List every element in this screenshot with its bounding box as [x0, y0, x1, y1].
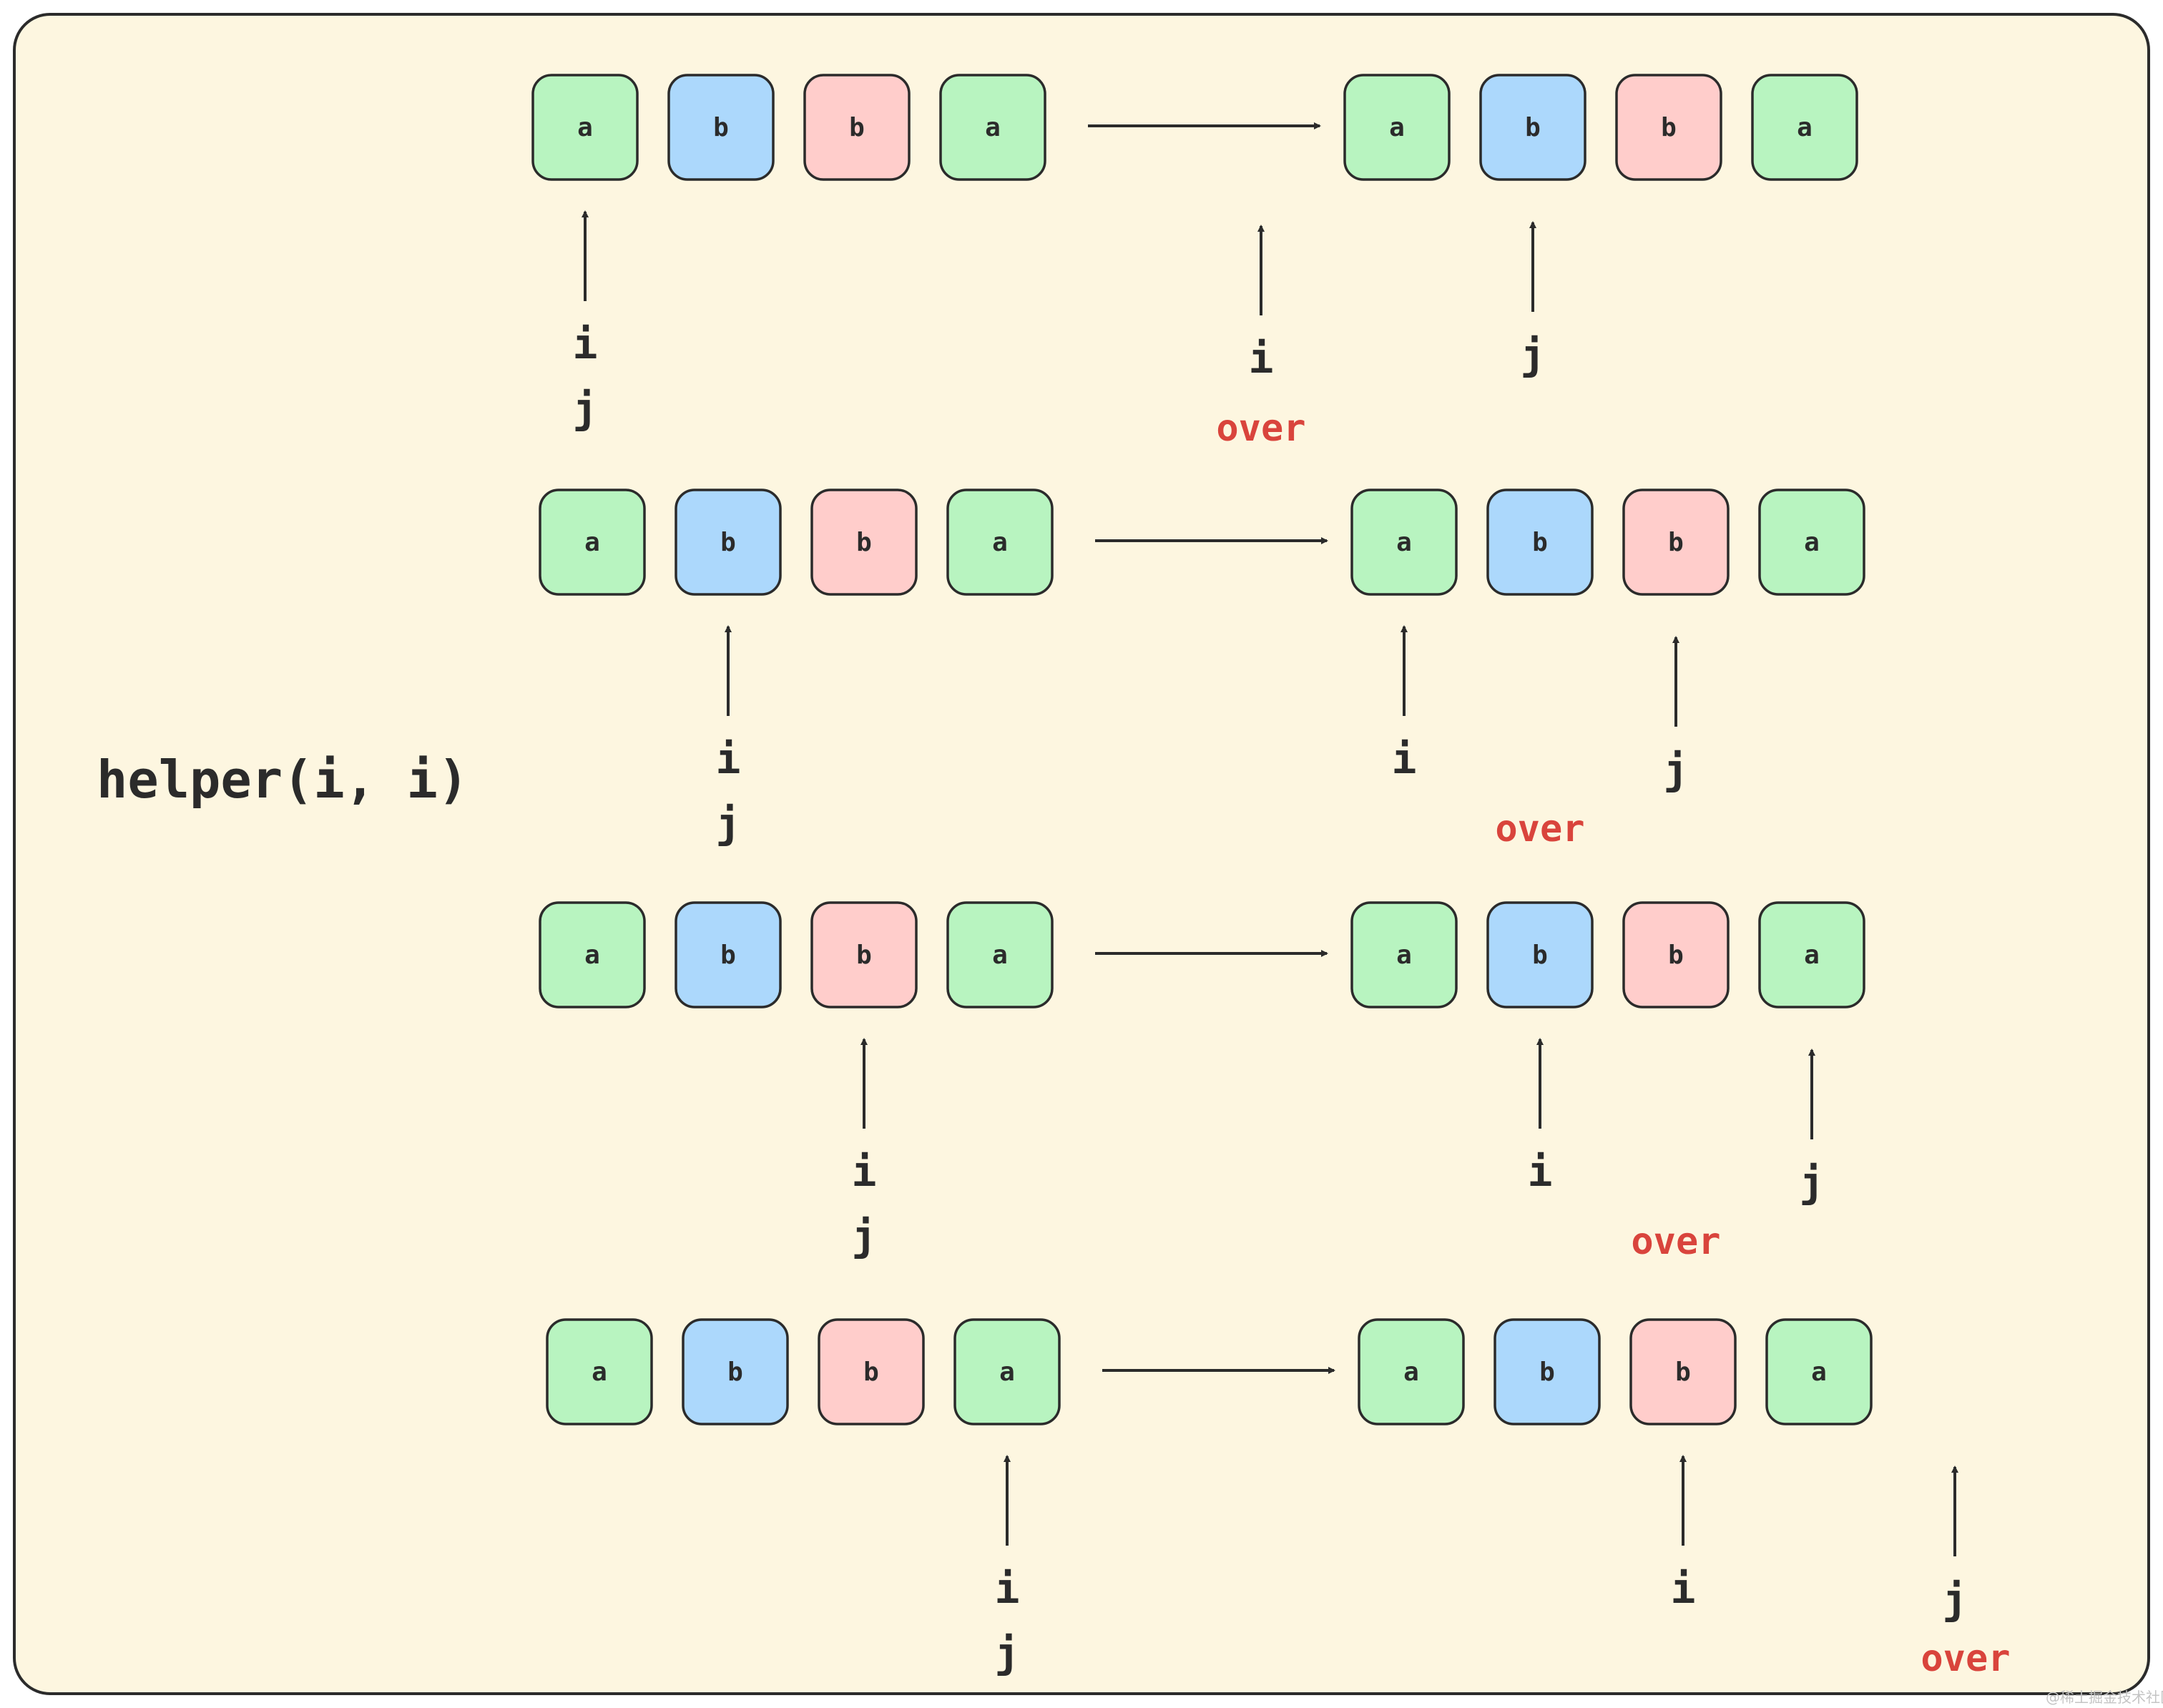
- pointer-label-j: j: [1664, 745, 1689, 794]
- cell-letter: a: [1811, 1358, 1827, 1387]
- cell-letter: b: [1532, 941, 1548, 970]
- cell-box: [1486, 901, 1594, 1008]
- pointer-label-j: j: [573, 384, 598, 433]
- pointer-label-i: i: [1671, 1564, 1696, 1613]
- pointer-label-j: j: [995, 1629, 1020, 1677]
- cell-box: [1479, 74, 1586, 181]
- cell-letter: a: [584, 941, 600, 970]
- cell-letter: a: [992, 528, 1008, 557]
- cell-letter: a: [1403, 1358, 1419, 1387]
- pointer-label-i: i: [716, 735, 741, 783]
- cell-box: [818, 1318, 925, 1425]
- cell-letter: b: [1668, 528, 1684, 557]
- cell-letter: b: [1661, 113, 1677, 142]
- cell-letter: a: [1396, 528, 1412, 557]
- diagram-frame: [13, 13, 2150, 1695]
- cell-letter: a: [999, 1358, 1015, 1387]
- cell-box: [803, 74, 911, 181]
- pointer-label-j: j: [1800, 1158, 1825, 1207]
- cell-letter: b: [1675, 1358, 1691, 1387]
- over-label: over: [1495, 808, 1584, 850]
- cell-box: [946, 901, 1054, 1008]
- cell-box: [1751, 74, 1858, 181]
- cell-box: [1343, 74, 1451, 181]
- pointer-label-j: j: [1521, 330, 1546, 379]
- pointer-label-i: i: [852, 1147, 877, 1196]
- cell-letter: a: [577, 113, 593, 142]
- cell-letter: b: [727, 1358, 743, 1387]
- cell-box: [939, 74, 1046, 181]
- cell-box: [1350, 489, 1458, 596]
- cell-box: [1615, 74, 1722, 181]
- cell-box: [1758, 901, 1865, 1008]
- cell-box: [682, 1318, 789, 1425]
- over-label: over: [1216, 407, 1305, 450]
- cell-letter: a: [1396, 941, 1412, 970]
- pointer-label-j: j: [1943, 1575, 1968, 1624]
- cell-box: [953, 1318, 1061, 1425]
- cell-box: [667, 74, 775, 181]
- pointer-label-j: j: [716, 799, 741, 848]
- cell-box: [539, 901, 646, 1008]
- cell-box: [539, 489, 646, 596]
- cell-letter: a: [985, 113, 1001, 142]
- cell-box: [1622, 489, 1730, 596]
- cell-letter: a: [1389, 113, 1405, 142]
- cell-box: [1486, 489, 1594, 596]
- pointer-label-i: i: [1392, 735, 1417, 783]
- cell-letter: b: [856, 941, 872, 970]
- cell-letter: b: [1532, 528, 1548, 557]
- cell-letter: a: [1804, 941, 1820, 970]
- over-label: over: [1921, 1637, 2010, 1680]
- cell-letter: b: [849, 113, 865, 142]
- pointer-label-i: i: [995, 1564, 1020, 1613]
- cell-letter: b: [1525, 113, 1541, 142]
- cell-letter: a: [584, 528, 600, 557]
- cell-box: [1758, 489, 1865, 596]
- cell-letter: a: [992, 941, 1008, 970]
- diagram-title: helper(i, i): [97, 750, 469, 810]
- over-label: over: [1631, 1220, 1720, 1263]
- cell-box: [1494, 1318, 1601, 1425]
- cell-letter: b: [1539, 1358, 1555, 1387]
- cell-letter: a: [592, 1358, 607, 1387]
- watermark-text: @稀土掘金技术社区: [2046, 1689, 2163, 1706]
- cell-box: [675, 901, 782, 1008]
- pointer-label-i: i: [1249, 334, 1274, 383]
- pointer-label-i: i: [573, 320, 598, 368]
- cell-letter: b: [1668, 941, 1684, 970]
- cell-box: [946, 489, 1054, 596]
- cell-box: [810, 901, 918, 1008]
- cell-box: [1358, 1318, 1465, 1425]
- cell-box: [546, 1318, 653, 1425]
- cell-box: [810, 489, 918, 596]
- cell-box: [675, 489, 782, 596]
- cell-box: [1350, 901, 1458, 1008]
- cell-letter: b: [720, 941, 736, 970]
- cell-letter: a: [1804, 528, 1820, 557]
- cell-letter: a: [1797, 113, 1813, 142]
- pointer-label-j: j: [852, 1212, 877, 1260]
- cell-letter: b: [720, 528, 736, 557]
- cell-box: [1629, 1318, 1737, 1425]
- cell-box: [1765, 1318, 1873, 1425]
- pointer-label-i: i: [1528, 1147, 1553, 1196]
- cell-letter: b: [713, 113, 729, 142]
- cell-letter: b: [856, 528, 872, 557]
- cell-letter: b: [863, 1358, 879, 1387]
- cell-box: [1622, 901, 1730, 1008]
- cell-box: [531, 74, 639, 181]
